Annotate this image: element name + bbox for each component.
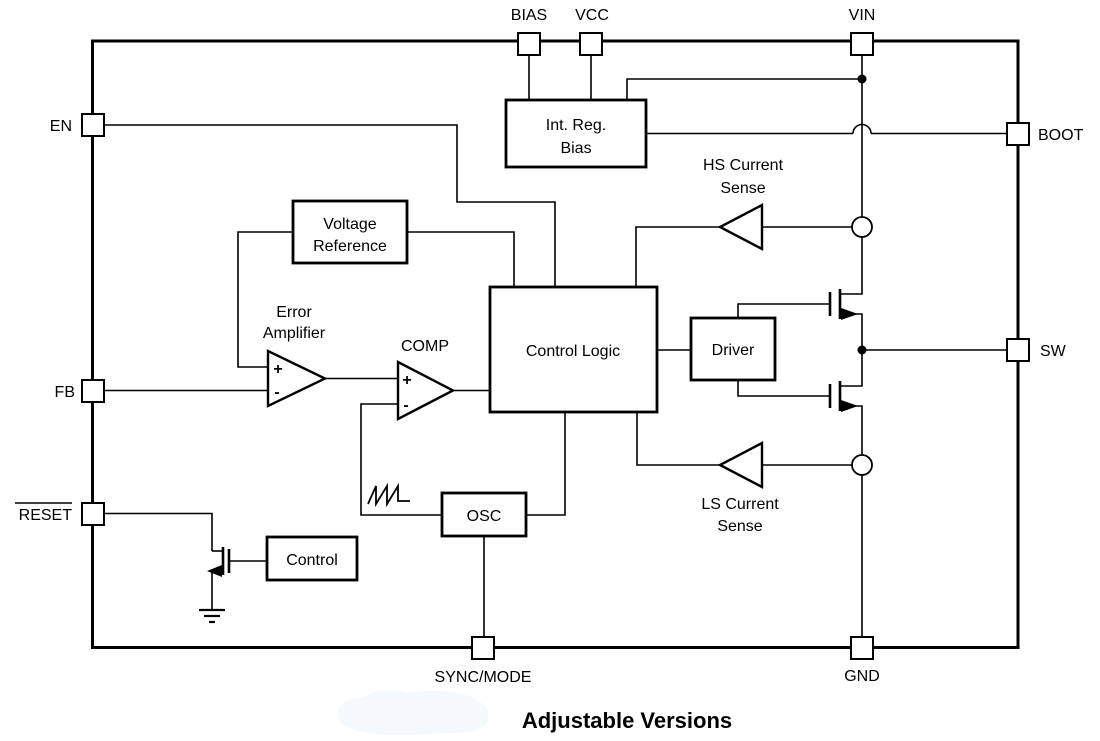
block-voltage-reference: Voltage Reference — [291, 199, 409, 265]
pin-label-boot: BOOT — [1038, 127, 1084, 144]
ls-current-sense-symbol — [717, 441, 764, 489]
control-box — [265, 535, 359, 582]
ls-current-sense-label-line1: LS Current — [701, 496, 779, 513]
pin-labels: BIAS VCC VIN EN FB RESET BOOT SW SYNC/MO… — [15, 7, 1084, 686]
wire-driver-to-hs-gate — [737, 303, 830, 318]
ls-current-sense-label-line2: Sense — [717, 518, 762, 535]
error-amplifier-label-line2: Amplifier — [263, 325, 326, 342]
voltage-reference-label-line1: Voltage — [323, 216, 376, 233]
comparator-minus-sign: - — [403, 397, 408, 414]
wire-ls-fet-drain — [840, 350, 863, 387]
pin-vin — [850, 32, 874, 56]
int-reg-bias-label-line2: Bias — [560, 140, 591, 157]
comparator-plus-sign: + — [402, 372, 411, 389]
osc-label: OSC — [467, 508, 502, 525]
hs-current-sense-label-line2: Sense — [720, 180, 765, 197]
driver-label: Driver — [712, 342, 755, 359]
wire-osc-to-control-logic — [526, 412, 566, 516]
comparator-symbol — [396, 360, 456, 421]
hs-current-sense-label-line1: HS Current — [703, 157, 784, 174]
pin-sw — [1006, 338, 1030, 362]
pin-label-sw: SW — [1040, 343, 1067, 360]
pin-label-bias: BIAS — [511, 7, 547, 24]
sawtooth-waveform-icon — [367, 482, 410, 508]
ls-mosfet — [828, 381, 858, 412]
block-control: Control — [265, 535, 359, 582]
wire-vref-to-error-amp-plus — [237, 231, 293, 368]
junction-dot-vin — [857, 74, 867, 84]
wire-en-to-control-logic — [103, 124, 556, 287]
int-reg-bias-label-line1: Int. Reg. — [546, 117, 606, 134]
voltage-reference-label-line2: Reference — [313, 238, 387, 255]
wire-driver-to-ls-gate — [737, 380, 830, 397]
pin-label-reset: RESET — [19, 507, 73, 524]
block-int-reg-bias: Int. Reg. Bias — [504, 98, 648, 169]
wire-osc-to-comparator-minus — [360, 403, 442, 516]
comp-label: COMP — [401, 338, 449, 355]
wire-reset-to-fet — [103, 512, 213, 551]
control-label: Control — [286, 552, 338, 569]
reset-mosfet — [207, 547, 267, 610]
driver-box — [689, 316, 777, 382]
wires — [103, 54, 1007, 637]
hs-mosfet — [828, 289, 858, 320]
wire-int-reg-bias-to-boot — [646, 123, 1007, 135]
wire-vin-to-int-reg-bias — [626, 78, 862, 100]
figure-caption: Adjustable Versions — [522, 708, 732, 733]
hs-mosfet-arrow — [841, 308, 858, 320]
block-driver: Driver — [689, 316, 777, 382]
int-reg-bias-box — [504, 98, 648, 169]
error-amplifier-symbol — [266, 349, 328, 408]
junction-dot-sw — [857, 345, 867, 355]
ls-mosfet-arrow — [841, 400, 858, 412]
pin-label-vin: VIN — [849, 7, 876, 24]
wire-ls-sense-to-control-logic — [636, 412, 720, 466]
hs-sense-circle — [851, 216, 873, 238]
wire-hs-sense-to-control-logic — [635, 226, 721, 287]
pins — [81, 32, 1030, 660]
block-control-logic: Control Logic — [488, 285, 659, 414]
error-amp-plus-sign: + — [273, 361, 282, 378]
reset-fet-source — [211, 570, 223, 610]
block-osc: OSC — [440, 491, 528, 538]
voltage-reference-box — [291, 199, 409, 265]
pin-gnd — [850, 636, 874, 660]
pin-label-vcc: VCC — [575, 7, 609, 24]
osc-box — [440, 491, 528, 538]
control-logic-box — [488, 285, 659, 414]
pin-en — [81, 113, 105, 137]
ground-symbol — [199, 608, 225, 624]
pin-boot — [1006, 122, 1030, 146]
pin-label-gnd: GND — [844, 668, 880, 685]
pin-reset — [81, 502, 105, 526]
control-logic-label: Control Logic — [526, 343, 620, 360]
hs-current-sense-symbol — [717, 203, 764, 251]
wire-vref-to-control-logic — [407, 231, 515, 287]
pin-sync-mode — [471, 636, 495, 660]
pin-vcc — [579, 32, 603, 56]
wire-hs-fet-source — [840, 313, 863, 350]
error-amp-minus-sign: - — [274, 384, 279, 401]
ls-sense-circle — [851, 454, 873, 476]
highlight-blob — [337, 690, 489, 736]
pin-label-en: EN — [50, 118, 72, 135]
reset-fet-arrow — [207, 565, 222, 577]
pin-fb — [81, 379, 105, 403]
wire-hs-fet-drain — [840, 237, 863, 295]
error-amplifier-label-line1: Error — [276, 304, 312, 321]
pin-label-fb: FB — [55, 384, 75, 401]
wire-ls-fet-source — [840, 405, 863, 455]
pin-label-sync-mode: SYNC/MODE — [435, 669, 532, 686]
pin-bias — [517, 32, 541, 56]
